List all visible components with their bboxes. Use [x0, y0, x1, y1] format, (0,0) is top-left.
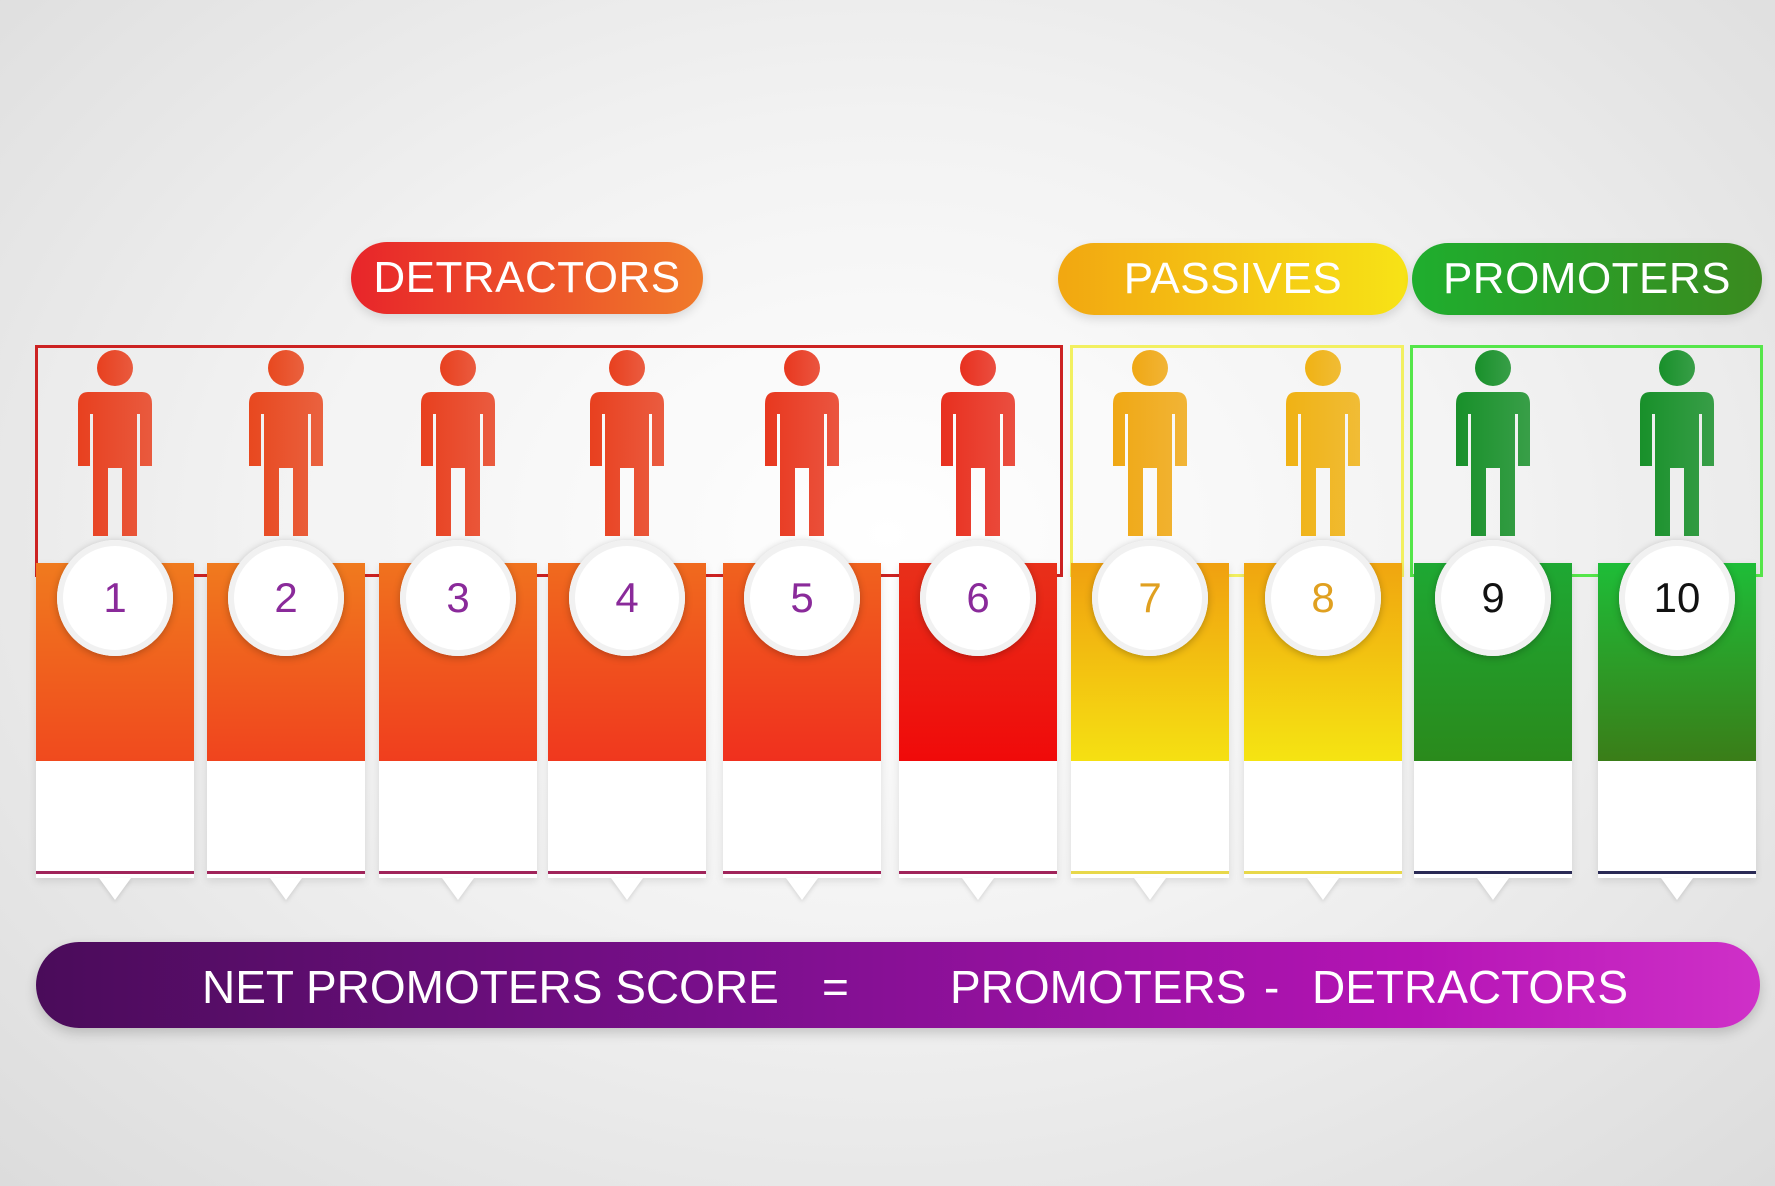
formula-term-promoters: PROMOTERS [950, 961, 1247, 1013]
person-icon [1105, 348, 1195, 538]
score-underline [379, 871, 537, 874]
score-underline [723, 871, 881, 874]
score-underline [548, 871, 706, 874]
score-number-4: 4 [569, 540, 685, 656]
score-underline [1598, 871, 1756, 874]
score-pointer [1477, 878, 1509, 900]
score-label-area [207, 761, 365, 871]
formula-term-detractors: DETRACTORS [1312, 961, 1629, 1013]
promoters-label: PROMOTERS [1412, 243, 1762, 315]
score-pointer [786, 878, 818, 900]
formula-left: NET PROMOTERS SCORE [202, 961, 779, 1013]
person-icon [1448, 348, 1538, 538]
person-icon [1632, 348, 1722, 538]
score-number-6: 6 [920, 540, 1036, 656]
score-label-area [1244, 761, 1402, 871]
score-underline [899, 871, 1057, 874]
score-underline [1244, 871, 1402, 874]
score-number-1: 1 [57, 540, 173, 656]
score-underline [36, 871, 194, 874]
detractors-group-box [35, 345, 1063, 577]
score-pointer [962, 878, 994, 900]
score-pointer [270, 878, 302, 900]
formula-equals: = [822, 961, 849, 1013]
score-label-area [379, 761, 537, 871]
nps-formula-bar: NET PROMOTERS SCORE = PROMOTERS - DETRAC… [36, 942, 1760, 1028]
score-pointer [1134, 878, 1166, 900]
score-pointer [442, 878, 474, 900]
person-icon [413, 348, 503, 538]
score-label-area [1414, 761, 1572, 871]
person-icon [241, 348, 331, 538]
person-icon [1278, 348, 1368, 538]
score-number-2: 2 [228, 540, 344, 656]
person-icon [70, 348, 160, 538]
detractors-label: DETRACTORS [351, 242, 703, 314]
score-pointer [1661, 878, 1693, 900]
person-icon [757, 348, 847, 538]
score-label-area [1598, 761, 1756, 871]
person-icon [933, 348, 1023, 538]
score-number-10: 10 [1619, 540, 1735, 656]
score-number-3: 3 [400, 540, 516, 656]
formula-minus: - [1264, 961, 1280, 1013]
score-underline [207, 871, 365, 874]
score-label-area [1071, 761, 1229, 871]
score-underline [1414, 871, 1572, 874]
score-label-area [548, 761, 706, 871]
score-label-area [723, 761, 881, 871]
score-number-5: 5 [744, 540, 860, 656]
person-icon [582, 348, 672, 538]
score-pointer [1307, 878, 1339, 900]
score-number-9: 9 [1435, 540, 1551, 656]
passives-label: PASSIVES [1058, 243, 1408, 315]
score-pointer [611, 878, 643, 900]
score-pointer [99, 878, 131, 900]
score-number-7: 7 [1092, 540, 1208, 656]
score-label-area [36, 761, 194, 871]
score-number-8: 8 [1265, 540, 1381, 656]
score-label-area [899, 761, 1057, 871]
score-underline [1071, 871, 1229, 874]
